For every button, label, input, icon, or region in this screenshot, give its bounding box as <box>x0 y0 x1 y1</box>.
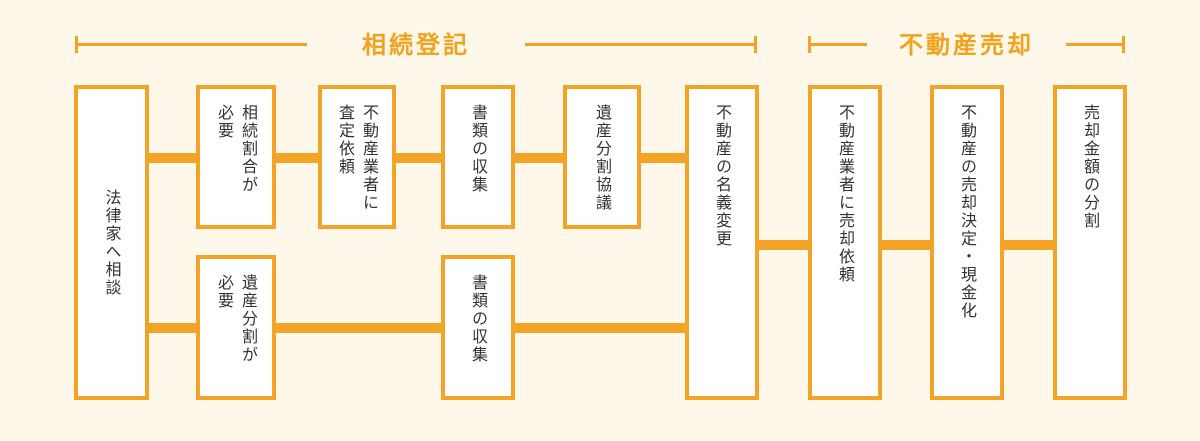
bracket-line <box>1066 43 1122 46</box>
connector-top-1 <box>149 153 196 163</box>
box-sale-request-to-agent: 不動産業者に売却依頼 <box>808 85 882 400</box>
connector-top-3 <box>396 153 441 163</box>
bracket-tick-left <box>75 36 78 53</box>
bracket-line <box>811 43 867 46</box>
bracket-tick-left <box>808 36 811 53</box>
section-header-real-estate-sale: 不動産売却 <box>808 33 1125 57</box>
connector-middle-1 <box>759 240 808 250</box>
box-inheritance-ratio-needed: 相続割合が 必要 <box>196 85 276 229</box>
connector-top-2 <box>276 153 318 163</box>
section-title: 相続登記 <box>362 30 470 59</box>
bracket-tick-right <box>1122 36 1125 53</box>
section-title: 不動産売却 <box>899 30 1034 59</box>
box-label: 書類の収集 <box>469 274 488 364</box>
connector-bottom-3 <box>515 323 685 333</box>
box-label: 遺産分割が 必要 <box>215 274 258 364</box>
box-label: 不動産の名義変更 <box>713 104 732 248</box>
connector-middle-3 <box>1004 240 1053 250</box>
connector-middle-2 <box>882 240 930 250</box>
box-label: 遺産分割協議 <box>593 104 612 212</box>
box-estate-division-needed: 遺産分割が 必要 <box>196 255 276 400</box>
box-document-collection-top: 書類の収集 <box>441 85 515 229</box>
bracket-line <box>78 43 307 46</box>
box-appraisal-request: 不動産業者に 査定依頼 <box>318 85 396 229</box>
connector-top-4 <box>515 153 563 163</box>
box-label: 不動産の売却決定・現金化 <box>958 104 977 320</box>
box-property-name-change: 不動産の名義変更 <box>685 85 759 400</box>
box-label: 不動産業者に売却依頼 <box>836 104 855 284</box>
bracket-line <box>525 43 754 46</box>
box-label: 売却金額の分割 <box>1081 104 1100 230</box>
box-label: 法律家へ相談 <box>102 188 122 297</box>
connector-bottom-1 <box>149 323 196 333</box>
box-label: 相続割合が 必要 <box>215 104 258 194</box>
box-estate-division-discussion: 遺産分割協議 <box>563 85 641 229</box>
box-label: 書類の収集 <box>469 104 488 194</box>
section-header-inheritance-registration: 相続登記 <box>75 33 757 57</box>
box-label: 不動産業者に 査定依頼 <box>336 104 379 212</box>
box-sale-decision-cash: 不動産の売却決定・現金化 <box>930 85 1004 400</box>
bracket-tick-right <box>754 36 757 53</box>
connector-top-5 <box>641 153 685 163</box>
box-document-collection-bottom: 書類の収集 <box>441 255 515 400</box>
box-proceeds-division: 売却金額の分割 <box>1053 85 1127 400</box>
connector-bottom-2 <box>276 323 441 333</box>
box-consult-lawyer: 法律家へ相談 <box>74 85 149 400</box>
